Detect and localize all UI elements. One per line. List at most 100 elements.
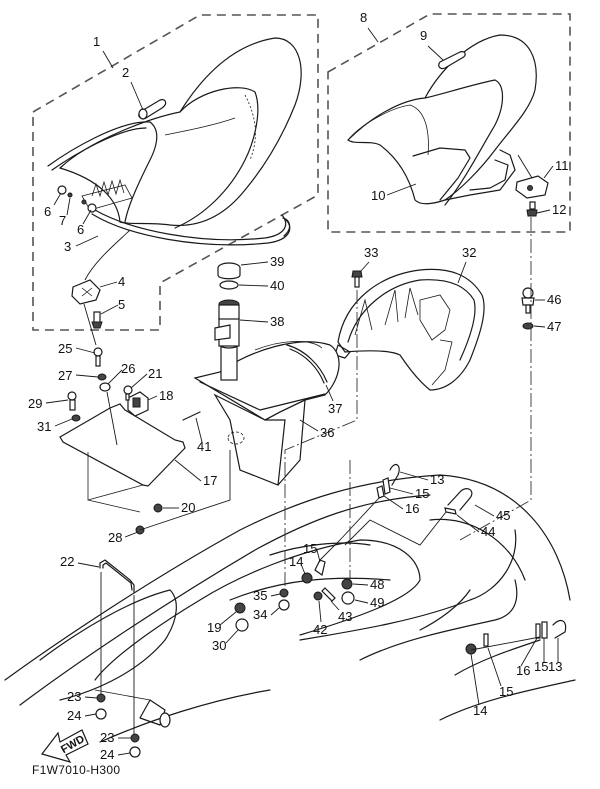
callout-48[interactable]: 48: [352, 577, 384, 592]
callout-label: 24: [67, 708, 81, 723]
callout-30[interactable]: 30: [212, 629, 239, 653]
callout-15[interactable]: 15: [303, 541, 321, 563]
callout-label: 43: [338, 609, 352, 624]
callout-label: 34: [253, 607, 267, 622]
callout-49[interactable]: 49: [354, 595, 384, 610]
callout-label: 40: [270, 278, 284, 293]
callout-26[interactable]: 26: [107, 361, 135, 385]
callout-8[interactable]: 8: [360, 10, 379, 43]
callout-leader-line: [99, 281, 118, 288]
callout-7[interactable]: 7: [59, 197, 71, 228]
callout-16[interactable]: 16: [383, 495, 419, 516]
callout-label: 25: [58, 341, 72, 356]
callout-45[interactable]: 45: [474, 504, 510, 523]
front-seat[interactable]: [47, 37, 302, 346]
callout-37[interactable]: 37: [325, 384, 342, 416]
callout-44[interactable]: 44: [456, 514, 495, 539]
callout-24[interactable]: 24: [67, 708, 97, 723]
callout-label: 20: [181, 500, 195, 515]
callout-6[interactable]: 6: [44, 192, 62, 219]
callout-42[interactable]: 42: [313, 600, 327, 637]
callout-label: 6: [77, 222, 84, 237]
callout-39[interactable]: 39: [240, 254, 284, 269]
callout-6[interactable]: 6: [77, 209, 92, 237]
callout-label: 7: [59, 213, 66, 228]
callout-leader-line: [456, 514, 480, 533]
callout-21[interactable]: 21: [130, 366, 162, 389]
callout-14[interactable]: 14: [289, 554, 306, 575]
grab-strap-9: [438, 51, 466, 70]
callout-leader-line: [457, 261, 467, 284]
bolt-12: [526, 201, 538, 217]
callout-29[interactable]: 29: [28, 396, 69, 411]
callout-33[interactable]: 33: [359, 245, 378, 273]
callout-41[interactable]: 41: [195, 417, 211, 454]
callout-13[interactable]: 13: [399, 471, 444, 487]
callout-32[interactable]: 32: [457, 245, 476, 284]
callout-14[interactable]: 14: [470, 653, 487, 718]
callout-35[interactable]: 35: [253, 588, 281, 603]
rear-cover[interactable]: [334, 268, 485, 391]
washer-23b: [130, 733, 140, 743]
callout-15[interactable]: 15: [534, 638, 548, 674]
handle-22[interactable]: [99, 559, 135, 593]
storage-box[interactable]: [193, 341, 340, 486]
callout-15[interactable]: 15: [389, 486, 429, 501]
callout-leader-line: [238, 284, 269, 287]
pin-15b: [382, 477, 391, 495]
callout-leader-line: [474, 504, 495, 517]
washer-19: [234, 602, 246, 614]
callout-label: 6: [44, 204, 51, 219]
callout-23[interactable]: 23: [67, 689, 98, 704]
callout-36[interactable]: 36: [299, 419, 334, 440]
callout-leader-line: [367, 27, 379, 43]
rear-seat[interactable]: [347, 34, 549, 217]
callout-25[interactable]: 25: [58, 341, 96, 356]
washer-47: [522, 322, 534, 330]
callout-3[interactable]: 3: [64, 235, 99, 254]
callout-43[interactable]: 43: [330, 600, 352, 624]
callout-34[interactable]: 34: [253, 607, 280, 622]
callout-leader-line: [389, 487, 414, 495]
clip-45: [447, 488, 473, 511]
callout-40[interactable]: 40: [238, 278, 284, 293]
callout-9[interactable]: 9: [420, 28, 444, 61]
callout-4[interactable]: 4: [99, 274, 125, 289]
callout-46[interactable]: 46: [535, 292, 561, 307]
callout-label: 15: [499, 684, 513, 699]
callout-label: 5: [118, 297, 125, 312]
callout-16[interactable]: 16: [516, 637, 538, 678]
callout-label: 12: [552, 202, 566, 217]
callout-10[interactable]: 10: [371, 183, 417, 203]
callout-label: 15: [303, 541, 317, 556]
callout-23[interactable]: 23: [100, 730, 131, 745]
callout-13[interactable]: 13: [548, 638, 562, 674]
callout-20[interactable]: 20: [163, 500, 195, 515]
callout-label: 30: [212, 638, 226, 653]
callout-22[interactable]: 22: [60, 554, 100, 569]
rivet-41: [182, 411, 201, 421]
callout-18[interactable]: 18: [147, 388, 173, 403]
callout-1[interactable]: 1: [93, 34, 114, 69]
callout-label: 10: [371, 188, 385, 203]
callout-27[interactable]: 27: [58, 368, 99, 383]
callout-17[interactable]: 17: [174, 459, 217, 488]
callout-label: 8: [360, 10, 367, 25]
callout-leader-line: [318, 600, 322, 623]
callout-31[interactable]: 31: [37, 418, 73, 434]
callout-38[interactable]: 38: [239, 314, 284, 329]
callout-11[interactable]: 11: [543, 158, 569, 179]
callout-15[interactable]: 15: [487, 647, 513, 699]
filler-neck[interactable]: [214, 299, 240, 381]
callout-19[interactable]: 19: [207, 611, 237, 635]
callout-5[interactable]: 5: [100, 297, 125, 315]
callout-28[interactable]: 28: [108, 530, 139, 545]
callout-label: 22: [60, 554, 74, 569]
bolt-46: [521, 287, 535, 314]
callout-12[interactable]: 12: [536, 202, 566, 217]
bracket-17[interactable]: [59, 403, 186, 513]
callout-24[interactable]: 24: [100, 747, 131, 762]
callout-47[interactable]: 47: [533, 319, 561, 334]
callout-2[interactable]: 2: [122, 65, 144, 111]
callout-label: 16: [405, 501, 419, 516]
